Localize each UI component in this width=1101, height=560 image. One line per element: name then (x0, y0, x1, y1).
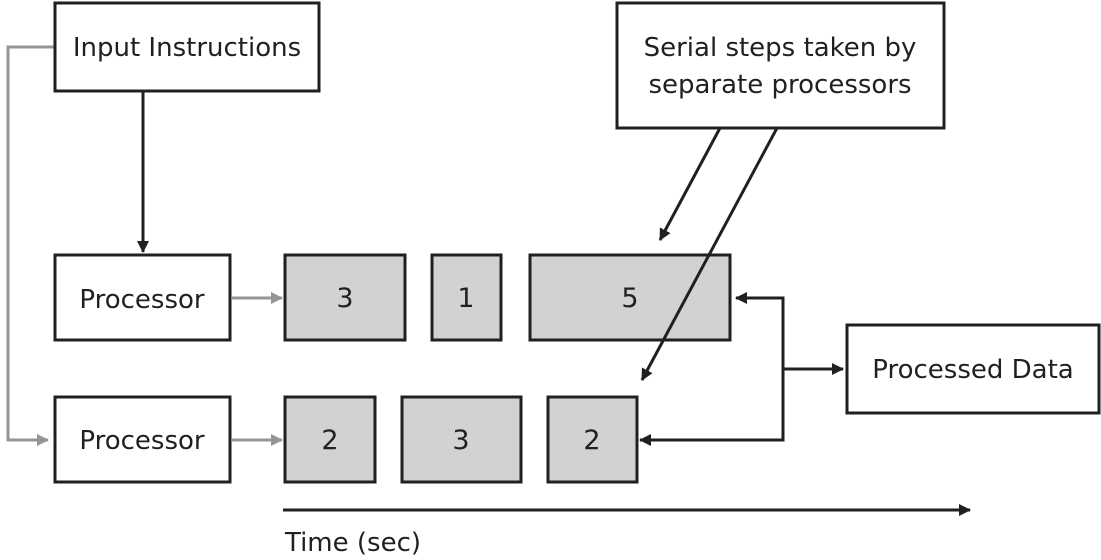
processor-label-bottom: Processor (79, 426, 205, 456)
serial-steps-callout-box: Serial steps taken by separate processor… (615, 1, 946, 130)
step-box-bottom-3: 2 (546, 395, 639, 484)
input-instructions-label: Input Instructions (73, 33, 301, 63)
step-value-top-2: 1 (457, 283, 474, 314)
processed-data-box: Processed Data (845, 323, 1101, 415)
step-value-bottom-3: 2 (583, 425, 600, 456)
step-value-bottom-2: 3 (452, 425, 469, 456)
step-box-top-1: 3 (283, 253, 407, 342)
input-feed-line (6, 45, 55, 446)
step-value-bottom-1: 2 (321, 425, 338, 456)
step-value-top-3: 5 (621, 283, 638, 314)
time-axis-label: Time (sec) (284, 528, 421, 558)
processor-label-top: Processor (79, 285, 205, 315)
processor-box-top: Processor (53, 253, 232, 342)
step-box-bottom-1: 2 (283, 395, 377, 484)
callout-arrow-bottom (640, 127, 779, 381)
input-instructions-box: Input Instructions (53, 1, 321, 93)
callout-line-2: separate processors (648, 70, 911, 100)
processor-box-bottom: Processor (53, 395, 232, 484)
step-value-top-1: 3 (336, 283, 353, 314)
processed-data-label: Processed Data (872, 355, 1073, 385)
callout-arrow-top (658, 127, 722, 241)
callout-line-1: Serial steps taken by (644, 33, 917, 63)
step-box-bottom-2: 3 (400, 395, 523, 484)
step-box-top-2: 1 (430, 253, 503, 342)
step-box-top-3: 5 (528, 253, 732, 342)
